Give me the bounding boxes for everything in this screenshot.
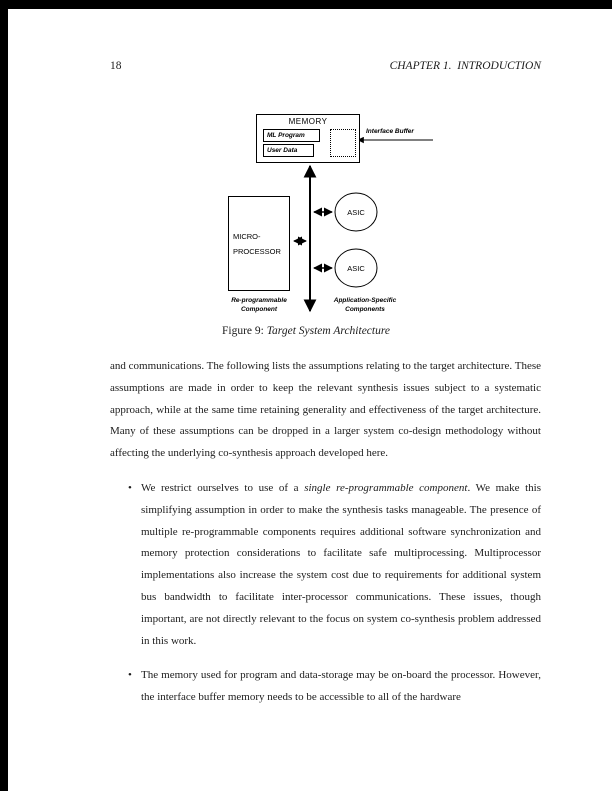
bullet-marker: •	[128, 481, 132, 494]
bullet-text-1: We restrict ourselves to use of a single…	[141, 478, 541, 652]
scan-artifact-top	[0, 0, 612, 9]
asic2-ellipse	[334, 248, 378, 288]
asic2-label: ASIC	[347, 263, 365, 273]
asic1-ellipse	[334, 192, 378, 232]
user-data-box: User Data	[263, 144, 314, 157]
interface-buffer-box	[330, 129, 356, 157]
bullet1-pre: We restrict ourselves to use of a	[141, 481, 305, 494]
application-specific-label-line1: Application-Specific	[333, 297, 397, 304]
reprogrammable-label-line2: Component	[240, 306, 278, 313]
bullet2-post: The memory used for program and data-sto…	[141, 669, 541, 704]
memory-box: MEMORY ML Program User Data	[256, 114, 360, 163]
application-specific-label-line2: Components	[345, 306, 385, 313]
bullet1-post: . We make this simplifying assumption in…	[141, 481, 542, 647]
microprocessor-box: MICRO- PROCESSOR	[228, 196, 290, 291]
scan-artifact-left	[0, 0, 8, 791]
chapter-header: CHAPTER 1. INTRODUCTION	[389, 60, 541, 72]
reprogrammable-component-label: Re-programmable Component	[209, 296, 309, 314]
body-text: and communications. The following lists …	[110, 356, 541, 709]
bullet-text-2: The memory used for program and data-sto…	[141, 665, 541, 709]
bullet-item-2: • The memory used for program and data-s…	[128, 665, 541, 709]
memory-label: MEMORY	[288, 117, 328, 126]
figure-caption-prefix: Figure 9:	[221, 325, 267, 337]
running-head: 18 CHAPTER 1. INTRODUCTION	[110, 60, 541, 72]
paragraph: and communications. The following lists …	[110, 360, 541, 460]
bullet1-italic: single re-programmable component	[304, 481, 468, 494]
page-number: 18	[110, 60, 122, 72]
interface-buffer-label: Interface Buffer	[366, 128, 414, 135]
asic1-label: ASIC	[347, 207, 365, 217]
reprogrammable-label-line1: Re-programmable	[231, 297, 287, 304]
application-specific-label: Application-Specific Components	[315, 296, 415, 314]
ml-program-box: ML Program	[263, 129, 320, 142]
figure-caption: Figure 9: Target System Architecture	[0, 325, 612, 337]
bullet-marker: •	[128, 669, 132, 682]
microprocessor-label-line1: MICRO-	[233, 231, 261, 241]
diagram-connectors	[293, 136, 433, 313]
figure-caption-title: Target System Architecture	[266, 325, 391, 337]
figure-diagram: MEMORY ML Program User Data Interface Bu…	[0, 108, 612, 343]
microprocessor-label-line2: PROCESSOR	[233, 246, 281, 256]
bullet-item-1: • We restrict ourselves to use of a sing…	[128, 478, 541, 652]
